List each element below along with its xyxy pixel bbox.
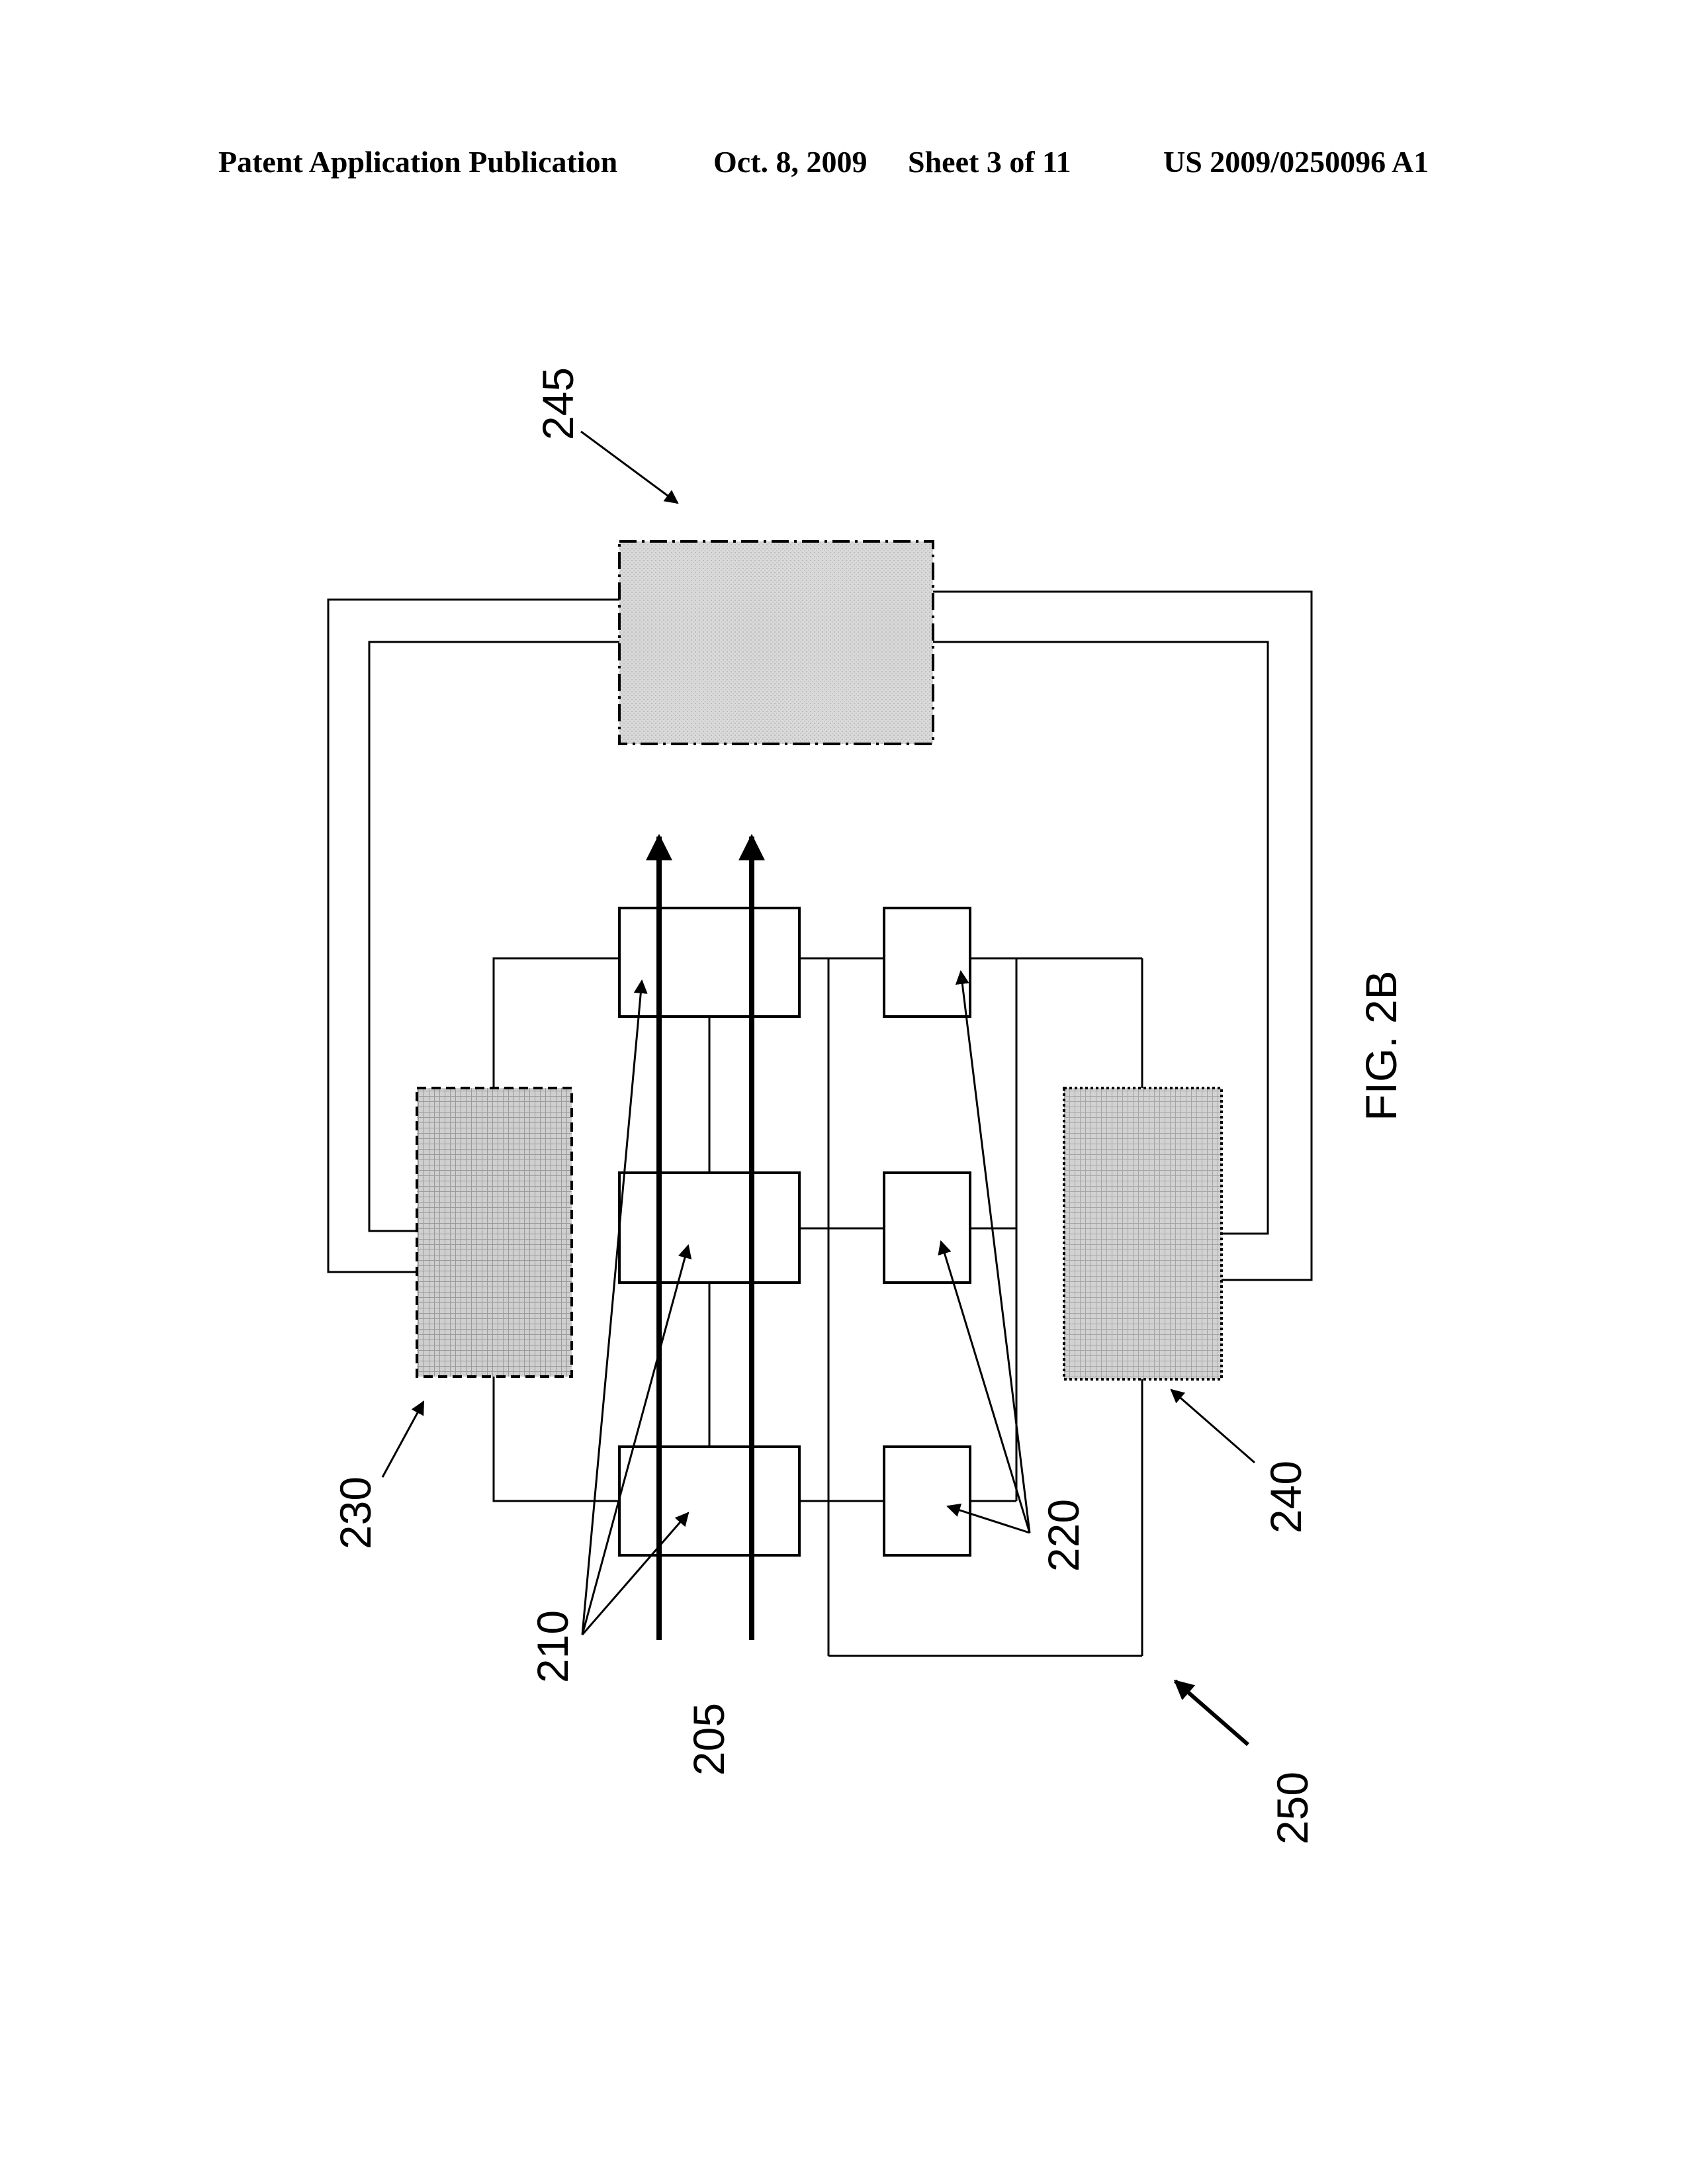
block-240 <box>1064 1088 1222 1379</box>
label-205: 205 <box>684 1703 733 1776</box>
leader-240 <box>1171 1390 1255 1463</box>
module-220-bottom <box>884 1447 970 1555</box>
module-210-bottom <box>619 1447 799 1555</box>
module-210-middle <box>619 1173 799 1283</box>
module-220-middle <box>884 1173 970 1283</box>
leader-250 <box>1175 1681 1248 1745</box>
block-230 <box>417 1088 572 1377</box>
label-220: 220 <box>1039 1499 1088 1572</box>
label-245: 245 <box>533 367 582 440</box>
label-230: 230 <box>331 1477 380 1549</box>
leader-245 <box>581 432 678 503</box>
module-210-top <box>619 908 799 1017</box>
label-210: 210 <box>528 1610 577 1683</box>
figure-caption: FIG. 2B <box>1357 970 1405 1120</box>
label-240: 240 <box>1261 1461 1310 1533</box>
label-250: 250 <box>1268 1772 1317 1844</box>
leader-230 <box>382 1402 424 1477</box>
module-220-top <box>884 908 970 1017</box>
block-245 <box>619 541 933 744</box>
